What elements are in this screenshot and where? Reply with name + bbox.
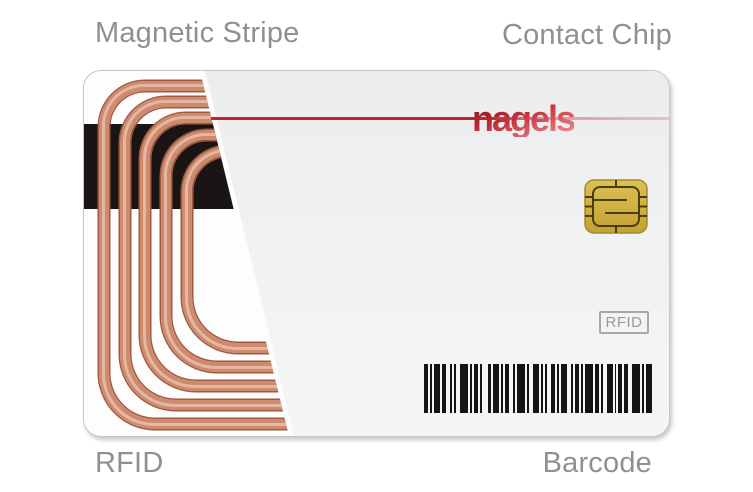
rfid-coil-loop [99, 81, 289, 429]
rfid-coil-loop [120, 97, 289, 410]
barcode-bar [560, 364, 567, 413]
barcode-bar [632, 364, 641, 413]
contact-chip-icon [584, 179, 648, 234]
label-barcode: Barcode [542, 447, 652, 479]
barcode-bar [606, 364, 613, 413]
barcode [424, 364, 656, 413]
rfid-badge: RFID [599, 311, 649, 334]
barcode-bar [424, 364, 428, 413]
barcode-bar [584, 364, 593, 413]
barcode-bar [556, 364, 559, 413]
barcode-bar [570, 364, 573, 413]
barcode-bar [533, 364, 540, 413]
barcode-bar [513, 364, 516, 413]
label-rfid: RFID [95, 447, 164, 479]
barcode-bar [624, 364, 629, 413]
barcode-bar [600, 364, 603, 413]
barcode-bar [580, 364, 583, 413]
barcode-bar [646, 364, 653, 413]
barcode-bar [453, 364, 456, 413]
rfid-badge-text: RFID [605, 314, 643, 331]
barcode-bar [574, 364, 579, 413]
barcode-bar [493, 364, 500, 413]
barcode-bar [459, 364, 468, 413]
barcode-bar [618, 364, 623, 413]
coil-highlight [102, 84, 289, 426]
barcode-bar [545, 364, 548, 413]
barcode-bar [487, 364, 492, 413]
barcode-bar [469, 364, 472, 413]
barcode-space [652, 364, 656, 413]
coil-highlight [123, 100, 289, 407]
barcode-bar [614, 364, 617, 413]
barcode-bar [449, 364, 452, 413]
barcode-bar [473, 364, 478, 413]
barcode-bar [527, 364, 530, 413]
smart-card: nagels RFID [83, 70, 670, 437]
label-magnetic-stripe: Magnetic Stripe [95, 17, 300, 49]
barcode-bar [541, 364, 544, 413]
barcode-bar [479, 364, 482, 413]
brand-logo: nagels [472, 98, 576, 139]
barcode-bar [642, 364, 645, 413]
barcode-bar [517, 364, 526, 413]
barcode-bar [441, 364, 446, 413]
brand-accent-line [211, 117, 669, 120]
barcode-bar [551, 364, 555, 413]
barcode-bar [433, 364, 440, 413]
barcode-bar [505, 364, 510, 413]
barcode-bar [501, 364, 504, 413]
label-contact-chip: Contact Chip [501, 19, 672, 51]
barcode-bar [429, 364, 432, 413]
barcode-bar [594, 364, 599, 413]
